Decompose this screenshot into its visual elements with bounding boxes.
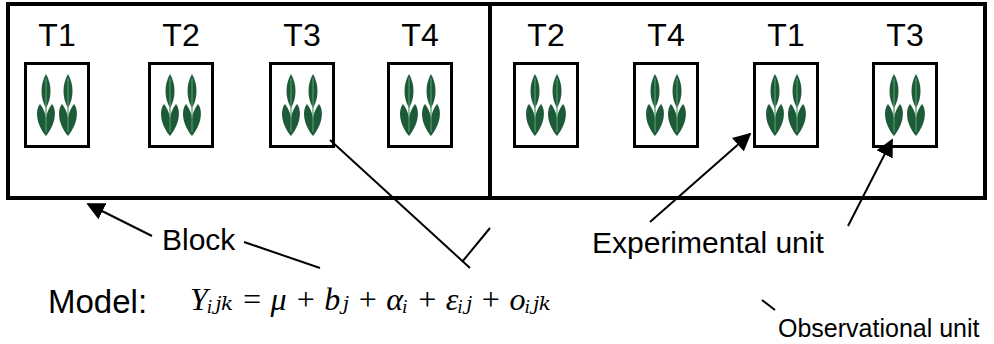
treatment-label: T1: [38, 17, 75, 53]
unit-label: Experimental unit: [592, 226, 824, 259]
treatment-label: T3: [886, 17, 923, 53]
block-label: Block: [162, 223, 235, 256]
experimental-unit: T2: [148, 62, 214, 148]
treatment-label: T4: [647, 17, 684, 53]
experimental-unit: T4: [633, 62, 699, 148]
plants: [37, 74, 925, 136]
model-label: Model:: [48, 284, 147, 320]
experimental-unit: T4: [387, 62, 453, 148]
block-outline: [490, 4, 985, 198]
treatment-label: T1: [767, 17, 804, 53]
experimental-unit: T2: [513, 62, 579, 148]
treatment-label: T2: [527, 17, 564, 53]
treatment-label: T3: [283, 17, 320, 53]
block-outline: [8, 4, 490, 198]
treatment-label: T4: [401, 17, 438, 53]
experimental-unit: T1: [24, 62, 90, 148]
unit-label: Observational unit: [778, 314, 980, 342]
experimental-unit: T3: [269, 62, 335, 148]
model-formula: Yᵢⱼₖ = μ + bⱼ + αᵢ + εᵢⱼ + oᵢⱼₖ: [190, 282, 551, 317]
treatment-label: T2: [162, 17, 199, 53]
experimental-unit: T3: [872, 62, 938, 148]
experimental-unit: T1: [753, 62, 819, 148]
